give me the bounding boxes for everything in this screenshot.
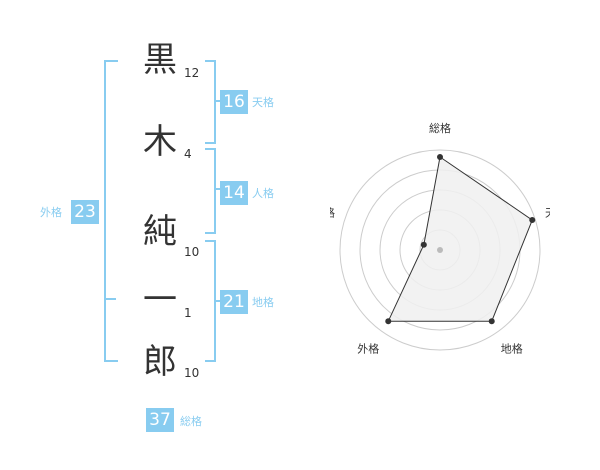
- radar-point-1: [437, 154, 443, 160]
- radar-axis-label-2: 天格: [545, 205, 550, 219]
- radar-chart: 総格天格地格 外格 人格: [330, 121, 550, 356]
- radar-axis-label-1: 総格: [429, 121, 451, 135]
- radar-point-2: [529, 217, 536, 224]
- gaikaku-bracket: [104, 60, 118, 362]
- radar-point-4: [385, 318, 392, 325]
- stroke-count-1: 12: [184, 66, 200, 80]
- name-char-3: 純: [143, 212, 177, 252]
- radar-axis-label-5: 人格: [330, 205, 335, 219]
- jinkaku-value: 14: [220, 181, 248, 205]
- soukaku-label: 総格: [180, 415, 202, 428]
- tenkaku-value: 16: [220, 90, 248, 114]
- jinkaku-connector: [216, 188, 220, 190]
- name-char-5: 郎: [143, 342, 177, 382]
- jinkaku-bracket: [205, 148, 216, 234]
- tenkaku-connector: [216, 100, 220, 102]
- radar-axis-label-3: 地格: [501, 342, 523, 356]
- name-char-4: 一: [143, 280, 177, 320]
- radar-point-3: [488, 318, 495, 325]
- gaikaku-bracket-divider: [106, 298, 116, 300]
- stroke-count-2: 4: [184, 147, 192, 161]
- stroke-count-3: 10: [184, 245, 200, 259]
- gaikaku-value: 23: [71, 200, 99, 224]
- name-char-1: 黒: [143, 40, 177, 80]
- radar-grid-ring: [339, 149, 541, 351]
- radar-center-point: [437, 247, 443, 253]
- gaikaku-label: 外格: [40, 206, 62, 219]
- chikaku-value: 21: [220, 290, 248, 314]
- stroke-count-5: 10: [184, 366, 200, 380]
- radar-series-area: [387, 156, 533, 322]
- chikaku-label: 地格: [252, 296, 274, 309]
- tenkaku-label: 天格: [252, 96, 274, 109]
- name-char-2: 木: [143, 122, 177, 162]
- stroke-count-4: 1: [184, 306, 192, 320]
- tenkaku-bracket: [205, 60, 216, 144]
- jinkaku-label: 人格: [252, 187, 274, 200]
- radar-axis-label-4: 外格: [357, 342, 379, 356]
- chikaku-bracket: [205, 240, 216, 362]
- chikaku-connector: [216, 300, 220, 302]
- soukaku-value: 37: [146, 408, 174, 432]
- radar-point-5: [420, 241, 427, 248]
